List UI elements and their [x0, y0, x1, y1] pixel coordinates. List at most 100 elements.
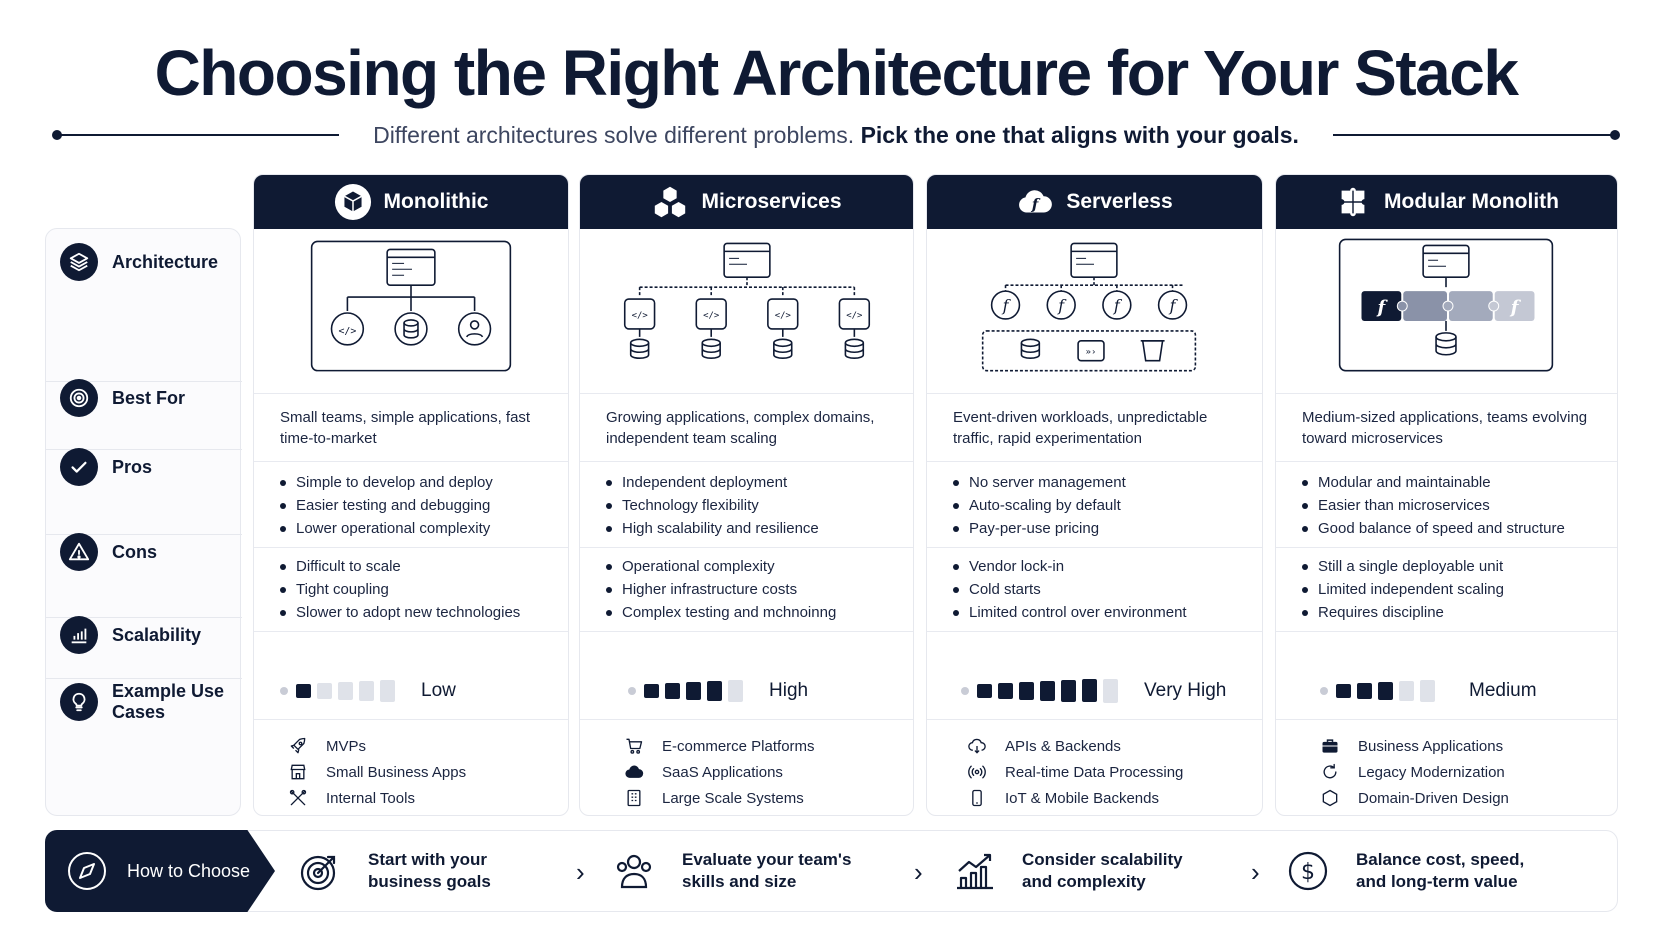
svg-text:f: f	[1057, 296, 1067, 315]
list-item: Modular and maintainable	[1302, 471, 1607, 494]
list-item: Limited independent scaling	[1302, 578, 1607, 601]
row-label-use-cases: Example Use Cases	[60, 681, 240, 723]
use-cases-list: MVPs Small Business Apps Internal Tools	[288, 733, 558, 811]
svg-text:f: f	[1169, 296, 1179, 315]
column-serverless: f Serverless f f f f »› Event-driven wor…	[926, 174, 1263, 816]
list-item: Vendor lock-in	[953, 555, 1252, 578]
list-item: Auto-scaling by default	[953, 494, 1252, 517]
meter-bar	[1082, 679, 1097, 703]
column-header: Microservices	[580, 175, 913, 229]
puzzle-icon	[1341, 187, 1365, 217]
list-item: Good balance of speed and structure	[1302, 517, 1607, 540]
column-modular-monolith: Modular Monolith f f Medium-sized applic…	[1275, 174, 1618, 816]
divider-left	[51, 130, 340, 140]
subtitle-plain: Different architectures solve different …	[373, 121, 855, 148]
list-item: Cold starts	[953, 578, 1252, 601]
briefcase-icon	[1322, 739, 1338, 753]
meter-bar	[1061, 680, 1076, 702]
scalability-level: Medium	[1469, 680, 1537, 701]
meter-bar	[296, 684, 311, 698]
list-item: No server management	[953, 471, 1252, 494]
dollar-icon: $	[1288, 851, 1328, 891]
cart-icon	[626, 738, 643, 754]
use-cases-list: E-commerce Platforms SaaS Applications L…	[624, 733, 903, 811]
list-item: APIs & Backends	[967, 733, 1252, 759]
list-item: IoT & Mobile Backends	[967, 785, 1252, 811]
best-for-text: Event-driven workloads, unpredictable tr…	[953, 409, 1208, 447]
target-icon	[60, 379, 98, 417]
target-arrow-icon	[300, 855, 336, 891]
scalability-bars	[628, 680, 743, 702]
list-item: Pay-per-use pricing	[953, 517, 1252, 540]
list-item: Small Business Apps	[288, 759, 558, 785]
subtitle-bold: Pick the one that aligns with your goals…	[860, 121, 1299, 148]
svg-text:</>: </>	[775, 311, 791, 321]
svg-text:f: f	[1002, 296, 1012, 315]
team-icon	[616, 854, 652, 889]
list-item: Independent deployment	[606, 471, 903, 494]
microservices-diagram: </> </> </> </>	[580, 231, 913, 395]
layers-icon	[60, 243, 98, 281]
best-for-text: Small teams, simple applications, fast t…	[280, 409, 531, 447]
list-item: Business Applications	[1320, 733, 1607, 759]
mobile-icon	[972, 789, 982, 807]
cloud-icon	[625, 765, 644, 778]
row-divider	[46, 534, 242, 535]
scalability-meter: High	[580, 663, 913, 719]
modular-monolith-diagram: f f	[1276, 231, 1617, 395]
scalability-meter: Medium	[1276, 663, 1617, 719]
row-label-pros: Pros	[60, 448, 240, 486]
column-header: Monolithic	[254, 175, 568, 229]
scalability-meter: Low	[254, 663, 568, 719]
scalability-level: Very High	[1144, 680, 1227, 701]
meter-bar	[707, 681, 722, 701]
growth-chart-icon	[957, 853, 993, 890]
subtitle-row: Different architectures solve different …	[51, 118, 1621, 152]
column-header: Modular Monolith	[1276, 175, 1617, 229]
meter-bar	[338, 682, 353, 700]
list-item: Easier than microservices	[1302, 494, 1607, 517]
meter-bar	[1357, 683, 1372, 699]
cloud-sync-icon	[968, 738, 986, 754]
bar-chart-icon	[60, 616, 98, 654]
storefront-icon	[290, 764, 306, 780]
rocket-icon	[290, 737, 306, 754]
meter-bar	[665, 683, 680, 699]
refresh-icon	[1323, 763, 1337, 779]
meter-bar	[380, 680, 395, 702]
cons-list: Vendor lock-in Cold starts Limited contr…	[953, 555, 1252, 624]
list-item: Still a single deployable unit	[1302, 555, 1607, 578]
lightbulb-icon	[60, 683, 98, 721]
chevron-right-icon: ›	[576, 857, 585, 887]
list-item: Tight coupling	[280, 578, 558, 601]
svg-text:f: f	[1031, 196, 1041, 214]
page-title: Choosing the Right Architecture for Your…	[154, 37, 1519, 109]
list-item: Easier testing and debugging	[280, 494, 558, 517]
use-cases-list: Business Applications Legacy Modernizati…	[1320, 733, 1607, 811]
how-to-choose-badge: How to Choose	[45, 830, 275, 912]
svg-text:$: $	[1301, 860, 1315, 885]
meter-bar	[728, 680, 743, 702]
meter-bar	[359, 681, 374, 701]
row-divider	[46, 381, 242, 382]
scalability-bars	[961, 678, 1118, 704]
list-item: SaaS Applications	[624, 759, 903, 785]
monolithic-diagram: </>	[254, 231, 568, 395]
scalability-level: High	[769, 680, 809, 701]
list-item: MVPs	[288, 733, 558, 759]
list-item: Complex testing and mchnoinng	[606, 601, 903, 624]
divider-right	[1332, 130, 1621, 140]
meter-bar	[1019, 682, 1034, 700]
meter-dot	[1320, 687, 1328, 695]
list-item: High scalability and resilience	[606, 517, 903, 540]
meter-dot	[628, 687, 636, 695]
best-for-text: Growing applications, complex domains, i…	[606, 409, 875, 447]
meter-bar	[1399, 681, 1414, 701]
broadcast-icon	[968, 765, 986, 779]
list-item: Large Scale Systems	[624, 785, 903, 811]
list-item: Operational complexity	[606, 555, 903, 578]
meter-bar	[644, 684, 659, 698]
